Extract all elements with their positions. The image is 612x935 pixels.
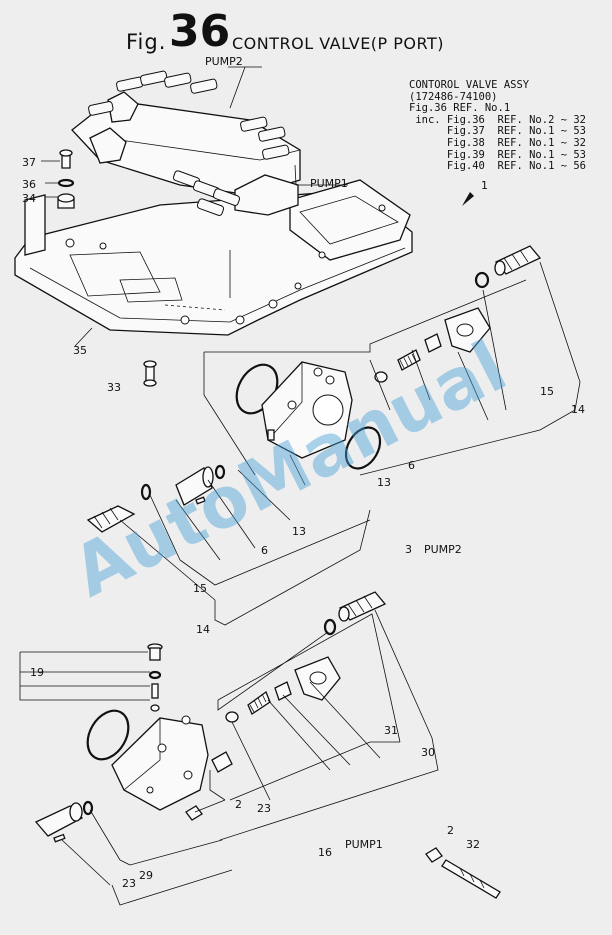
callout-ref-37: 37 (22, 156, 36, 169)
callout-ref-35: 35 (73, 344, 87, 357)
callout-ref-16-label: PUMP1 (345, 838, 383, 851)
callout-ref-32: 32 (466, 838, 480, 851)
assembly-note-line: Fig.37 REF. No.1 ~ 53 (409, 125, 587, 138)
assembly-note: CONTOROL VALVE ASSY(172486-74100)Fig.36 … (409, 79, 587, 173)
callout-ref-6b: 6 (261, 544, 268, 557)
callout-ref-1: 1 (481, 179, 488, 192)
figure-title: CONTROL VALVE(P PORT) (232, 34, 444, 53)
assembly-note-line: inc. Fig.36 REF. No.2 ~ 32 (409, 113, 587, 126)
assembly-note-line: (172486-74100) (409, 90, 498, 103)
callout-ref-14b: 14 (196, 623, 210, 636)
callout-ref-15a: 15 (540, 385, 554, 398)
callout-ref-13b: 13 (292, 525, 306, 538)
figure-prefix: Fig. (126, 30, 167, 54)
callout-ref-2b: 2 (447, 824, 454, 837)
callout-ref-29: 29 (139, 869, 153, 882)
callout-ref-16: 16 (318, 846, 332, 859)
callout-pump1-top: PUMP1 (310, 177, 348, 190)
reference-arrow-icon (462, 192, 474, 206)
callout-ref-36: 36 (22, 178, 36, 191)
callout-ref-34: 34 (22, 192, 36, 205)
callout-ref-23a: 23 (257, 802, 271, 815)
assembly-note-line: Fig.40 REF. No.1 ~ 56 (409, 160, 587, 173)
control-valve-assembly-illustration (14, 66, 413, 347)
callout-ref-13a: 13 (377, 476, 391, 489)
assembly-note-line: Fig.36 REF. No.1 (409, 102, 511, 115)
callout-ref-33: 33 (107, 381, 121, 394)
pump1-section-illustration (19, 591, 501, 906)
assembly-note-line: CONTOROL VALVE ASSY (409, 79, 530, 91)
callout-ref-30: 30 (421, 746, 435, 759)
callout-ref-23b: 23 (122, 877, 136, 890)
callout-ref-19: 19 (30, 666, 44, 679)
callout-ref-6a: 6 (408, 459, 415, 472)
callout-ref-2a: 2 (235, 798, 242, 811)
callout-ref-31: 31 (384, 724, 398, 737)
figure-number: 36 (169, 6, 231, 57)
pump2-section-illustration (86, 245, 581, 626)
callout-ref-3: 3 (405, 543, 412, 556)
callout-ref-14a: 14 (571, 403, 585, 416)
assembly-note-line: Fig.38 REF. No.1 ~ 32 (409, 136, 587, 149)
callout-ref-15b: 15 (193, 582, 207, 595)
callout-labels: PUMP2 PUMP1 1 37 36 34 35 33 15 14 6 13 … (22, 55, 585, 890)
callout-ref-3-label: PUMP2 (424, 543, 462, 556)
assembly-note-line: Fig.39 REF. No.1 ~ 53 (409, 148, 587, 161)
callout-pump2-top: PUMP2 (205, 55, 243, 68)
